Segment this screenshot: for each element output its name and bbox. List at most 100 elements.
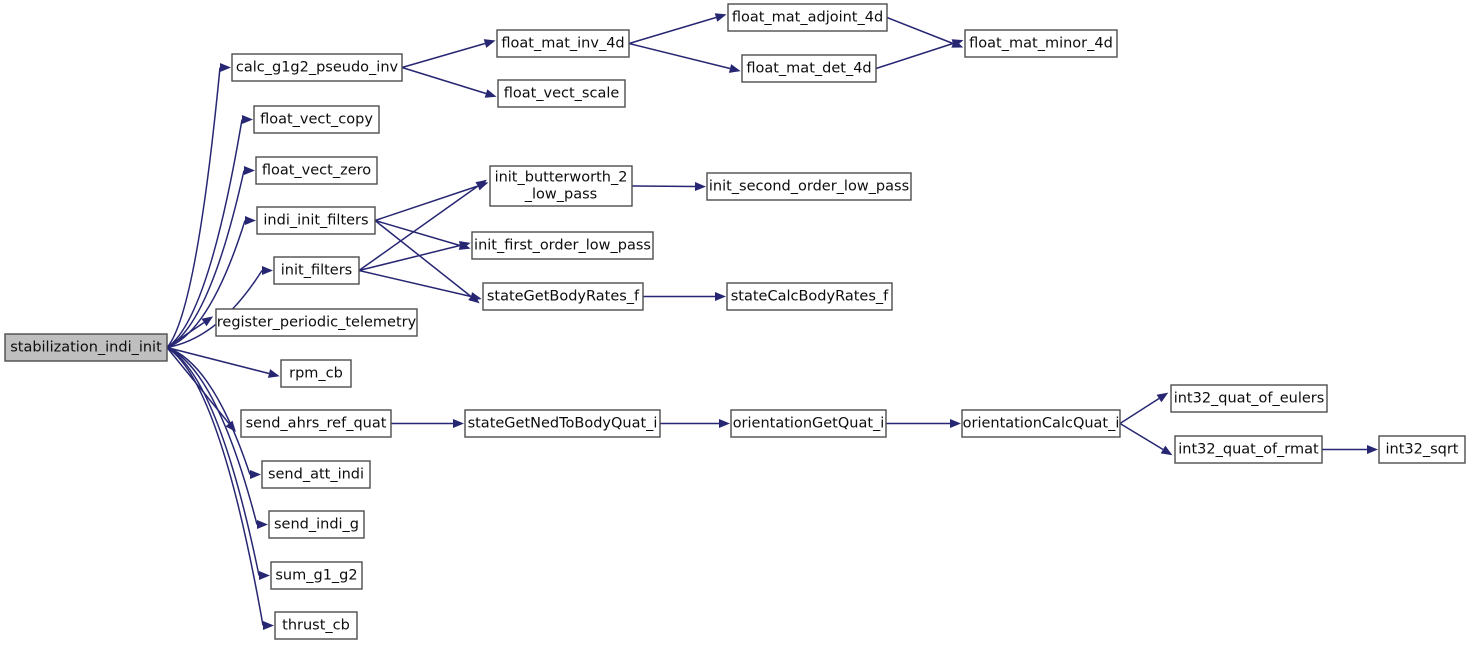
node-float_mat_inv_4d[interactable]: float_mat_inv_4d [496, 29, 630, 58]
node-send_att_indi[interactable]: send_att_indi [261, 460, 371, 489]
node-box[interactable] [741, 54, 877, 83]
node-box[interactable] [261, 460, 371, 489]
edge-init_butterworth_2_low_pass-to-init_second_order_low_pass [631, 182, 706, 191]
node-label: init_first_order_low_pass [474, 238, 651, 254]
edge-stateGetBodyRates_f-to-stateCalcBodyRates_f [643, 292, 726, 301]
node-label: send_indi_g [274, 517, 359, 533]
node-label: rpm_cb [289, 366, 343, 382]
arrow-head [245, 216, 256, 225]
edge-stabilization_indi_init-to-sum_g1_g2 [166, 346, 270, 580]
arrow-head [714, 13, 727, 22]
arrow-head [263, 621, 274, 630]
node-int32_quat_of_rmat[interactable]: int32_quat_of_rmat [1174, 435, 1323, 464]
node-float_mat_minor_4d[interactable]: float_mat_minor_4d [964, 29, 1118, 58]
node-box[interactable] [726, 282, 893, 311]
node-box[interactable] [706, 172, 912, 201]
arrow-head [262, 266, 273, 275]
node-label: indi_init_filters [263, 213, 368, 229]
arrow-head [483, 39, 496, 48]
node-label: sum_g1_g2 [275, 568, 357, 584]
node-int32_quat_of_eulers[interactable]: int32_quat_of_eulers [1170, 384, 1328, 413]
node-box[interactable] [1170, 384, 1328, 413]
node-label: float_mat_adjoint_4d [732, 10, 883, 26]
node-stateCalcBodyRates_f[interactable]: stateCalcBodyRates_f [726, 282, 893, 311]
node-box[interactable] [730, 409, 887, 438]
node-init_second_order_low_pass[interactable]: init_second_order_low_pass [706, 172, 912, 201]
edge-stateGetNedToBodyQuat_i-to-orientationGetQuat_i [660, 419, 730, 428]
node-box[interactable] [482, 282, 644, 311]
edge-stabilization_indi_init-to-indi_init_filters [166, 216, 256, 349]
node-box[interactable] [961, 409, 1121, 438]
node-stateGetBodyRates_f[interactable]: stateGetBodyRates_f [482, 282, 644, 311]
node-float_vect_scale[interactable]: float_vect_scale [497, 79, 626, 108]
node-box[interactable] [215, 308, 418, 337]
node-box[interactable] [496, 29, 630, 58]
node-register_periodic_telemetry[interactable]: register_periodic_telemetry [215, 308, 418, 337]
node-label: init_filters [281, 263, 352, 279]
node-box[interactable] [280, 359, 352, 388]
arrow-head [453, 419, 464, 428]
node-init_filters[interactable]: init_filters [273, 256, 360, 285]
node-box[interactable] [964, 29, 1118, 58]
edge-stabilization_indi_init-to-calc_g1g2_pseudo_inv [166, 63, 231, 348]
node-label: send_att_indi [268, 467, 364, 483]
node-send_indi_g[interactable]: send_indi_g [268, 510, 365, 539]
node-box[interactable] [471, 231, 654, 260]
node-label: int32_quat_of_rmat [1178, 442, 1319, 458]
node-label: send_ahrs_ref_quat [246, 416, 387, 432]
node-sum_g1_g2[interactable]: sum_g1_g2 [270, 561, 363, 590]
edge-stabilization_indi_init-to-rpm_cb [166, 346, 280, 378]
node-box[interactable] [464, 409, 661, 438]
node-box[interactable] [727, 3, 888, 32]
arrow-head [728, 64, 741, 73]
node-box[interactable] [1174, 435, 1323, 464]
edge-init_filters-to-stateGetBodyRates_f [358, 269, 482, 301]
edge-float_mat_inv_4d-to-float_mat_det_4d [628, 42, 741, 73]
node-box[interactable] [274, 611, 358, 640]
node-stabilization_indi_init[interactable]: stabilization_indi_init [4, 333, 168, 362]
node-layer: stabilization_indi_init calc_g1g2_pseudo_… [4, 3, 1466, 640]
edge-indi_init_filters-to-init_butterworth_2_low_pass [374, 181, 489, 222]
node-rpm_cb[interactable]: rpm_cb [280, 359, 352, 388]
node-float_mat_det_4d[interactable]: float_mat_det_4d [741, 54, 877, 83]
node-label: init_butterworth_2_low_pass [495, 170, 628, 203]
node-box[interactable] [4, 333, 168, 362]
node-box[interactable] [255, 156, 378, 185]
node-label: float_mat_minor_4d [969, 36, 1113, 52]
node-init_butterworth_2_low_pass[interactable]: init_butterworth_2_low_pass [489, 165, 633, 207]
node-box[interactable] [273, 256, 360, 285]
node-box[interactable] [268, 510, 365, 539]
node-init_first_order_low_pass[interactable]: init_first_order_low_pass [471, 231, 654, 260]
node-orientationGetQuat_i[interactable]: orientationGetQuat_i [730, 409, 887, 438]
arrow-head [715, 292, 726, 301]
arrow-head [484, 89, 497, 98]
node-float_vect_copy[interactable]: float_vect_copy [253, 105, 380, 134]
arrow-head [469, 292, 482, 301]
node-stateGetNedToBodyQuat_i[interactable]: stateGetNedToBodyQuat_i [464, 409, 661, 438]
node-float_vect_zero[interactable]: float_vect_zero [255, 156, 378, 185]
node-int32_sqrt[interactable]: int32_sqrt [1378, 435, 1466, 464]
arrow-head [475, 179, 487, 190]
node-label: init_second_order_low_pass [709, 179, 909, 195]
node-box[interactable] [270, 561, 363, 590]
arrow-head [267, 369, 280, 378]
edge-init_filters-to-init_butterworth_2_low_pass [358, 179, 487, 272]
node-box[interactable] [240, 409, 392, 438]
edge-layer [166, 13, 1378, 630]
node-send_ahrs_ref_quat[interactable]: send_ahrs_ref_quat [240, 409, 392, 438]
node-box[interactable] [231, 53, 403, 82]
node-calc_g1g2_pseudo_inv[interactable]: calc_g1g2_pseudo_inv [231, 53, 403, 82]
node-box[interactable] [489, 165, 633, 207]
node-box[interactable] [497, 79, 626, 108]
node-box[interactable] [253, 105, 380, 134]
arrow-head [719, 419, 730, 428]
arrow-head [242, 115, 253, 124]
edge-send_ahrs_ref_quat-to-stateGetNedToBodyQuat_i [391, 419, 464, 428]
node-box[interactable] [256, 206, 376, 235]
node-indi_init_filters[interactable]: indi_init_filters [256, 206, 376, 235]
node-thrust_cb[interactable]: thrust_cb [274, 611, 358, 640]
node-orientationCalcQuat_i[interactable]: orientationCalcQuat_i [961, 409, 1121, 438]
node-box[interactable] [1378, 435, 1466, 464]
node-float_mat_adjoint_4d[interactable]: float_mat_adjoint_4d [727, 3, 888, 32]
arrow-head [458, 241, 471, 250]
